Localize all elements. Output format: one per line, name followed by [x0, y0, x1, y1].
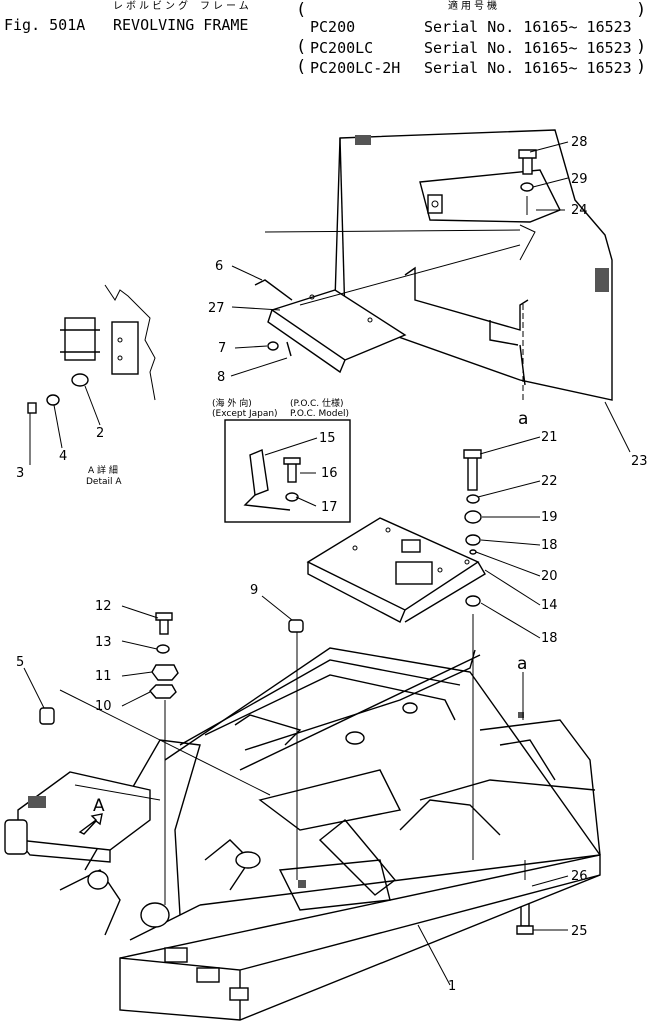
serial-2: Serial No. 16165~ 16523: [424, 39, 632, 57]
callout-19: 19: [541, 510, 558, 525]
callout-4: 4: [59, 449, 67, 464]
model-2: PC200LC: [310, 39, 374, 57]
callout-24: 24: [571, 203, 588, 218]
serial-3: Serial No. 16165~ 16523: [424, 59, 632, 77]
callout-26: 26: [571, 869, 588, 884]
inset-en-left: (Except Japan): [212, 409, 278, 419]
marker-a-lower: a: [517, 654, 527, 674]
callout-12: 12: [95, 599, 112, 614]
callout-28: 28: [571, 135, 588, 150]
callout-27: 27: [208, 301, 225, 316]
serial-1: Serial No. 16165~ 16523: [424, 18, 632, 36]
callout-11: 11: [95, 669, 112, 684]
callout-9: 9: [250, 583, 258, 598]
marker-a-upper: a: [518, 409, 528, 429]
applicable-kana: 適用号機: [448, 1, 500, 12]
callout-20: 20: [541, 569, 558, 584]
callout-16: 16: [321, 466, 338, 481]
marker-detail-a: A: [93, 796, 105, 816]
callout-29: 29: [571, 172, 588, 187]
detail-a-switch: [27, 284, 156, 414]
detail-a-arrow: [78, 813, 103, 835]
cover-plate: [254, 279, 407, 374]
callout-10: 10: [95, 699, 112, 714]
figure-label: Fig. 501A: [4, 16, 86, 34]
callout-14: 14: [541, 598, 558, 613]
callout-22: 22: [541, 474, 558, 489]
part-callouts: 1 2 3 4 5 6 7 8 9 10 11 12 13 14 15 16 1…: [16, 135, 648, 994]
callout-3: 3: [16, 466, 24, 481]
title-kana: レボルビング フレーム: [113, 1, 252, 12]
callout-2: 2: [96, 426, 104, 441]
callout-15: 15: [319, 431, 336, 446]
callout-23: 23: [631, 454, 648, 469]
callout-1: 1: [448, 979, 456, 994]
callout-21: 21: [541, 430, 558, 445]
mounting-bracket: [306, 517, 486, 623]
callout-8: 8: [217, 370, 225, 385]
callout-18b: 18: [541, 631, 558, 646]
inset-en-right: P.O.C. Model): [290, 409, 349, 419]
leader-lines: [23, 141, 631, 986]
model-1: PC200: [310, 18, 356, 36]
model-3: PC200LC-2H: [310, 59, 401, 77]
counterweight: [334, 129, 613, 401]
detail-a-caption-en: Detail A: [86, 477, 122, 487]
callout-17: 17: [321, 500, 338, 515]
inset-jp-left: (海 外 向): [212, 397, 252, 409]
inset-poc-model: (海 外 向) (Except Japan) (P.O.C. 仕様) P.O.C…: [212, 397, 351, 523]
callout-13: 13: [95, 635, 112, 650]
assembly-centre-lines: [164, 196, 528, 905]
detail-a-caption-jp: A 詳 細: [88, 464, 118, 476]
inset-jp-right: (P.O.C. 仕様): [290, 397, 344, 409]
isolator-stack: [463, 449, 482, 607]
callout-5: 5: [16, 655, 24, 670]
callout-6: 6: [215, 259, 223, 274]
figure-title: REVOLVING FRAME: [113, 16, 249, 34]
callout-25: 25: [571, 924, 588, 939]
callout-18a: 18: [541, 538, 558, 553]
callout-7: 7: [218, 341, 226, 356]
